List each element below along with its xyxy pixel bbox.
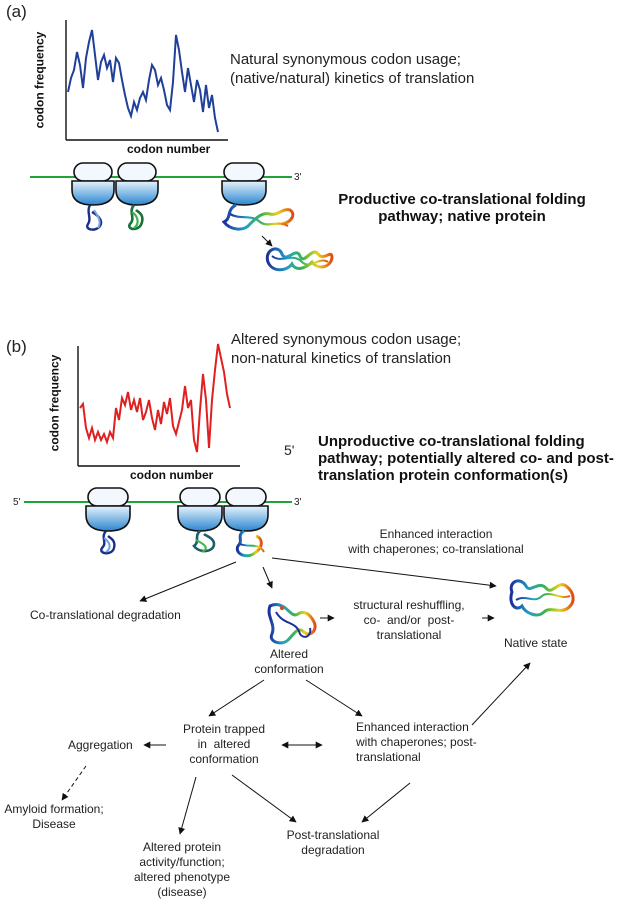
structural-reshuffling-text: structural reshuffling, co- and/or post-… — [353, 598, 465, 642]
altered-activity-text: Altered protein activity/function; alter… — [133, 840, 231, 899]
protein-trapped-text: Protein trapped in altered conformation — [182, 722, 266, 766]
flowchart-arrows — [61, 557, 531, 835]
panel-b-x-axis-label: codon number — [130, 468, 214, 482]
native-state-text: Native state — [504, 636, 568, 650]
panel-b-nascent-chain-1 — [100, 530, 116, 555]
panel-a-codon-line — [67, 29, 219, 133]
panel-b-ribosome-3 — [223, 487, 269, 532]
panel-a-ribosome-3 — [221, 162, 267, 206]
panel-a-translation — [30, 162, 334, 272]
arrow-to-protein-trapped — [208, 679, 265, 717]
panel-a-fold-arrow — [261, 235, 273, 247]
panel-a-outcome: Productive co-translational folding path… — [338, 191, 586, 225]
chaperone-cotranslational-text: Enhanced interaction with chaperones; co… — [348, 527, 524, 556]
panel-a-native-protein — [265, 247, 334, 272]
panel-a-y-axis-label: codon frequency — [32, 31, 47, 129]
arrow-to-native-state-cotranslational — [271, 557, 497, 589]
altered-conformation-text: Altered conformation — [254, 647, 324, 676]
arrow-to-altered-activity — [178, 776, 197, 835]
panel-b-y-axis-label: codon frequency — [47, 354, 62, 452]
arrow-trapped-to-post-degradation — [231, 774, 297, 823]
arrow-to-chaperone-post — [305, 679, 363, 717]
panel-b-mrna-3prime-label: 3' — [294, 497, 302, 508]
amyloid-text: Amyloid formation; Disease — [4, 802, 104, 831]
panel-a-ribosome-2 — [115, 162, 159, 206]
arrow-aggregation-to-amyloid — [61, 765, 87, 801]
panel-a-nascent-chain-3 — [221, 203, 295, 231]
arrow-to-altered-conformation — [262, 566, 273, 589]
panel-b-translation — [24, 487, 292, 558]
panel-a-description: Natural synonymous codon usage; (native/… — [230, 51, 475, 87]
post-translational-degradation-text: Post-translational degradation — [286, 828, 380, 857]
panel-b-ribosome-1 — [85, 487, 131, 532]
panel-b-nascent-chain-3 — [235, 529, 265, 558]
panel-a-mrna-3prime-label: 3' — [294, 172, 302, 183]
panel-a-chart — [65, 20, 228, 141]
panel-a-nascent-chain-2 — [127, 204, 144, 231]
chaperone-posttranslational-text: Enhanced interaction with chaperones; po… — [356, 720, 477, 764]
panel-b-5prime-label: 5' — [284, 442, 295, 458]
panel-a-ribosome-1 — [71, 162, 115, 206]
panel-b-label: (b) — [6, 337, 27, 356]
arrow-chaperone-post-to-native — [471, 662, 531, 726]
panel-a-x-axis-label: codon number — [127, 142, 211, 156]
panel-a-label: (a) — [6, 2, 27, 21]
panel-b-codon-line — [79, 343, 231, 453]
arrow-to-cotranslational-degradation — [139, 561, 237, 602]
panel-b-mrna-5prime-label: 5' — [13, 497, 21, 508]
panel-a-nascent-chain-1 — [86, 204, 103, 231]
cotranslational-degradation-text: Co-translational degradation — [30, 608, 181, 622]
native-state-protein — [509, 579, 575, 617]
panel-b-ribosome-2 — [177, 487, 223, 532]
panel-b-chart — [77, 343, 240, 467]
arrow-chaperone-to-post-degradation — [361, 782, 411, 823]
altered-conformation-protein — [267, 603, 317, 645]
panel-b-nascent-chain-2 — [192, 530, 216, 553]
panel-b-outcome: Unproductive co-translational folding pa… — [318, 433, 614, 484]
aggregation-text: Aggregation — [68, 738, 133, 752]
panel-b-description: Altered synonymous codon usage; non-natu… — [231, 331, 462, 367]
